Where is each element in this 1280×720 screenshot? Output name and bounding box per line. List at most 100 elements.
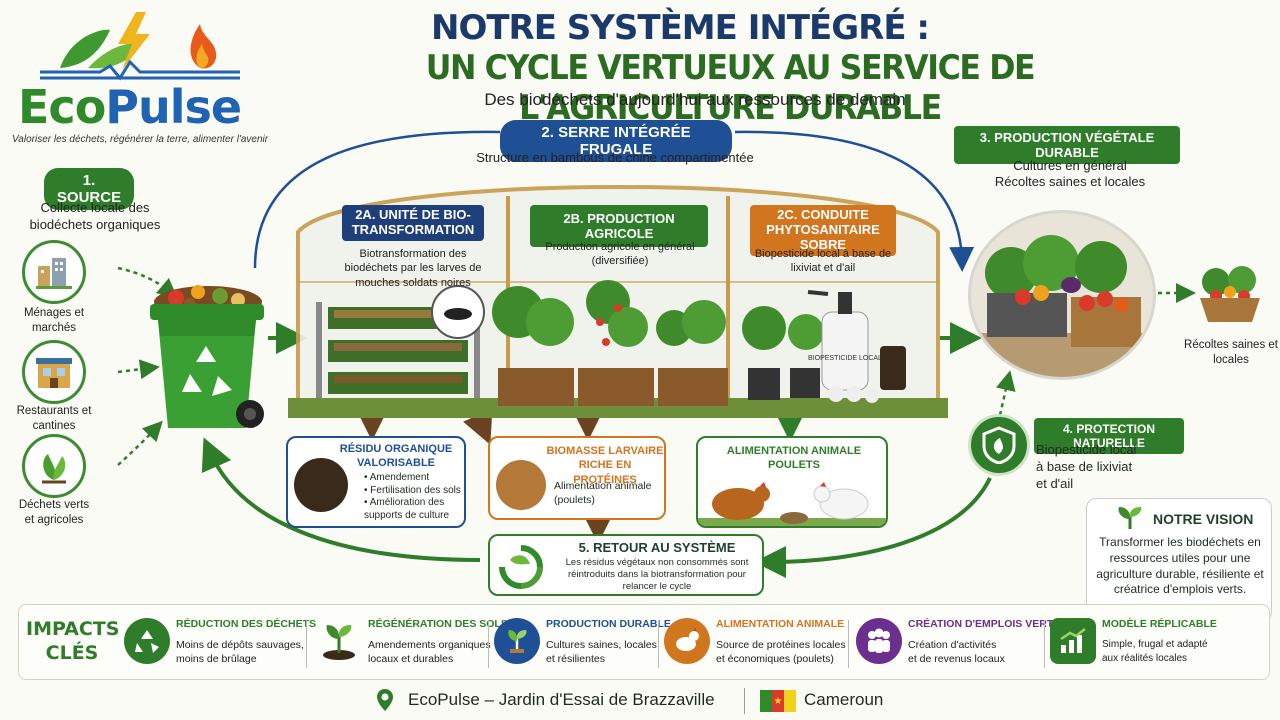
residue-title: RÉSIDU ORGANIQUE VALORISABLE xyxy=(339,443,453,470)
impact-title: ALIMENTATION ANIMALE xyxy=(716,618,845,630)
unit-c-description: Biopesticide local à base de lixiviat et… xyxy=(754,248,892,275)
impact-item: MODÈLE RÉPLICABLE Simple, frugal et adap… xyxy=(1050,612,1240,674)
source-item-label: Restaurants et cantines xyxy=(16,405,92,432)
impact-item: ALIMENTATION ANIMALE Source de protéines… xyxy=(664,612,846,674)
residue-bullets: • Amendement • Fertilisation des sols • … xyxy=(364,472,466,522)
cycle-arrows-icon xyxy=(496,542,546,592)
brand-logo-icons xyxy=(40,8,240,84)
title-line1: NOTRE SYSTÈME INTÉGRÉ : xyxy=(431,8,930,48)
buildings-icon xyxy=(36,258,72,289)
harvest-basket-icon xyxy=(1196,262,1264,326)
source-description: Collecte locale des biodéchets organique… xyxy=(29,200,161,232)
impact-desc: Moins de dépôts sauvages,moins de brûlag… xyxy=(176,639,304,666)
vision-card: NOTRE VISION Transformer les biodéchets … xyxy=(1086,498,1272,622)
impact-item: PRODUCTION DURABLE Cultures saines, loca… xyxy=(494,612,671,674)
subtitle: Des biodéchets d'aujourd'hui aux ressour… xyxy=(484,90,906,109)
sprayer-icon: BIOPESTICIDE LOCAL xyxy=(807,290,906,403)
leaf-icon xyxy=(60,29,110,68)
source-item-green-waste-icon xyxy=(22,434,86,498)
restaurant-icon xyxy=(36,358,72,388)
greenhouse-label: 2. SERRE INTÉGRÉE FRUGALE xyxy=(500,120,732,162)
crop-plants xyxy=(492,280,824,406)
unit-c-label: 2C. CONDUITE PHYTOSANITAIRE SOBRE xyxy=(750,205,896,256)
brand-tagline: Valoriser les déchets, régénérer la terr… xyxy=(12,134,269,145)
residue-bullet: • Fertilisation des sols xyxy=(364,484,461,496)
impact-item: RÉGÉNÉRATION DES SOLS Amendements organi… xyxy=(316,612,508,674)
footer-divider xyxy=(744,688,745,714)
return-card: 5. RETOUR AU SYSTÈME Les résidus végétau… xyxy=(488,534,764,596)
vision-text: Transformer les biodéchets en ressources… xyxy=(1096,535,1264,597)
residue-bullet: • Amélioration des supports de culture xyxy=(364,497,450,521)
biomass-card: BIOMASSE LARVAIRE RICHE EN PROTÉINES Ali… xyxy=(488,436,666,520)
protection-label: 4. PROTECTION NATURELLE xyxy=(1034,418,1184,454)
impact-title: RÉGÉNÉRATION DES SOLS xyxy=(368,618,508,630)
brand-name-part1: Eco xyxy=(18,80,106,134)
recycle-icon xyxy=(124,618,170,664)
impacts-heading-line2: CLÉS xyxy=(45,641,99,664)
impacts-bar xyxy=(18,604,1270,680)
plant-icon xyxy=(494,618,540,664)
protection-description: Biopesticide local à base de lixiviat et… xyxy=(1036,442,1137,491)
flag-icon: ★ xyxy=(760,690,796,712)
leaves-icon xyxy=(42,454,66,484)
source-item-households-icon xyxy=(22,240,86,304)
garlic-icon xyxy=(828,386,844,402)
people-icon xyxy=(856,618,902,664)
lightning-icon xyxy=(118,12,150,70)
divider xyxy=(848,620,849,668)
return-label: 5. RETOUR AU SYSTÈME xyxy=(578,540,736,555)
sprout-icon xyxy=(1118,507,1142,529)
compost-icon xyxy=(294,458,348,512)
residue-card: RÉSIDU ORGANIQUE VALORISABLE • Amendemen… xyxy=(286,436,466,528)
compost-bin xyxy=(146,276,268,442)
unit-b-label: 2B. PRODUCTION AGRICOLE xyxy=(530,205,708,247)
impact-title: MODÈLE RÉPLICABLE xyxy=(1102,618,1217,630)
source-item-label: Déchets verts et agricoles xyxy=(18,499,90,526)
production-line2: Récoltes saines et locales xyxy=(994,174,1146,189)
brand-name: EcoPulse xyxy=(18,80,242,134)
greenhouse-description: Structure en bambous de chine compartime… xyxy=(476,150,754,165)
footer-location: EcoPulse – Jardin d'Essai de Brazzaville xyxy=(408,690,715,709)
source-item-label: Ménages et marchés xyxy=(23,307,85,334)
vision-title: NOTRE VISION xyxy=(1153,511,1254,527)
unit-a-description: Biotransformation des biodéchets par les… xyxy=(344,248,482,289)
residue-bullet: • Amendement xyxy=(364,472,430,483)
impact-item: RÉDUCTION DES DÉCHETS Moins de dépôts sa… xyxy=(124,612,316,674)
growth-chart-icon xyxy=(1050,618,1096,664)
return-description: Les résidus végétaux non consommés sont … xyxy=(565,557,749,592)
impact-title: PRODUCTION DURABLE xyxy=(546,618,671,630)
chickens-icon xyxy=(698,482,886,526)
unit-a-label: 2A. UNITÉ DE BIO-TRANSFORMATION xyxy=(342,205,484,241)
title-line2: UN CYCLE VERTUEUX AU SERVICE DE L'AGRICU… xyxy=(425,48,1036,128)
brand-name-part2: Pulse xyxy=(105,80,242,134)
feed-card: ALIMENTATION ANIMALE POULETS xyxy=(696,436,888,528)
divider xyxy=(488,620,489,668)
larvae-trays xyxy=(316,302,480,398)
impacts-heading-line1: IMPACTS xyxy=(26,618,120,640)
source-item-restaurants-icon xyxy=(22,340,86,404)
divider xyxy=(658,620,659,668)
source-label: 1. SOURCE xyxy=(44,168,134,210)
harvest-label: Récoltes saines et locales xyxy=(1184,339,1278,366)
sprout-icon xyxy=(316,618,362,664)
impacts-heading: IMPACTS CLÉS xyxy=(26,618,120,666)
larvae-pellets-icon xyxy=(496,460,546,510)
biomass-title: BIOMASSE LARVAIRE RICHE EN PROTÉINES xyxy=(546,445,664,486)
divider xyxy=(1044,620,1045,668)
production-line1: Cultures en général xyxy=(1013,158,1127,173)
recycle-icon xyxy=(182,346,232,396)
shield-leaf-icon xyxy=(982,426,1016,464)
biomass-description: Alimentation animale (poulets) xyxy=(554,480,652,506)
sprayer-label: BIOPESTICIDE LOCAL xyxy=(808,355,882,362)
feed-title: ALIMENTATION ANIMALE POULETS xyxy=(726,445,862,472)
footer-country: Cameroun xyxy=(804,690,884,709)
location-pin-icon xyxy=(376,688,394,712)
chicken-icon xyxy=(664,618,710,664)
harvest-circle xyxy=(968,210,1156,380)
